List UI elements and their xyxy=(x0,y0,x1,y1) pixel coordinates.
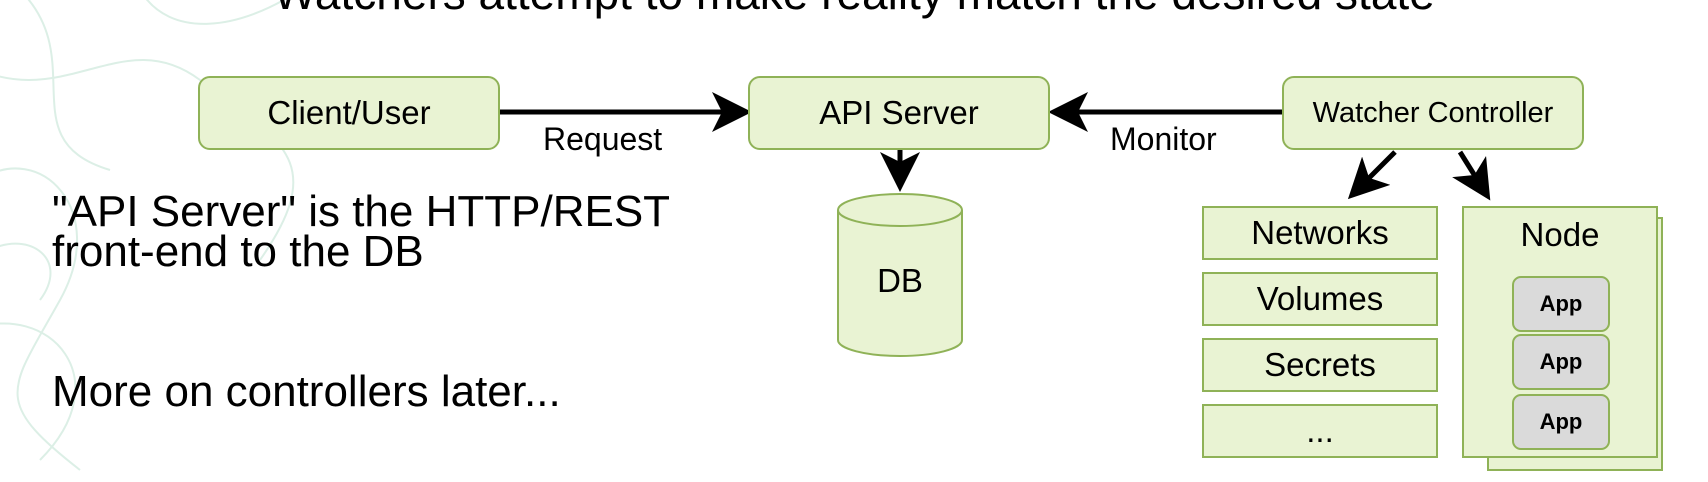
api-server-label: API Server xyxy=(819,94,979,131)
api-server-note-line2: front-end to the DB xyxy=(52,227,424,276)
db-label: DB xyxy=(877,262,923,299)
node-label: Node xyxy=(1520,216,1600,253)
slide-heading: Watchers attempt to make reality match t… xyxy=(0,0,1708,20)
secrets-label: Secrets xyxy=(1264,346,1376,383)
watcher-controller-box: Watcher Controller xyxy=(1282,76,1584,150)
api-server-note: "API Server" is the HTTP/REST front-end … xyxy=(52,187,671,276)
volumes-label: Volumes xyxy=(1256,280,1384,317)
volumes-box: Volumes xyxy=(1202,272,1438,326)
controllers-note: More on controllers later... xyxy=(52,367,561,416)
more-box: ... xyxy=(1202,404,1438,458)
networks-label: Networks xyxy=(1251,214,1389,251)
request-edge-label: Request xyxy=(543,121,663,157)
app-label: App xyxy=(1539,291,1583,316)
app-box: App xyxy=(1512,276,1610,332)
monitor-edge-label: Monitor xyxy=(1110,121,1217,157)
networks-box: Networks xyxy=(1202,206,1438,260)
app-box: App xyxy=(1512,394,1610,450)
app-label: App xyxy=(1539,349,1583,374)
client-user-label: Client/User xyxy=(267,94,431,131)
api-server-note-line1: "API Server" is the HTTP/REST xyxy=(52,187,671,236)
client-user-box: Client/User xyxy=(198,76,500,150)
more-label: ... xyxy=(1306,412,1334,449)
api-server-box: API Server xyxy=(748,76,1050,150)
watcher-controller-label: Watcher Controller xyxy=(1312,96,1554,129)
app-label: App xyxy=(1539,409,1583,434)
secrets-box: Secrets xyxy=(1202,338,1438,392)
app-box: App xyxy=(1512,334,1610,390)
